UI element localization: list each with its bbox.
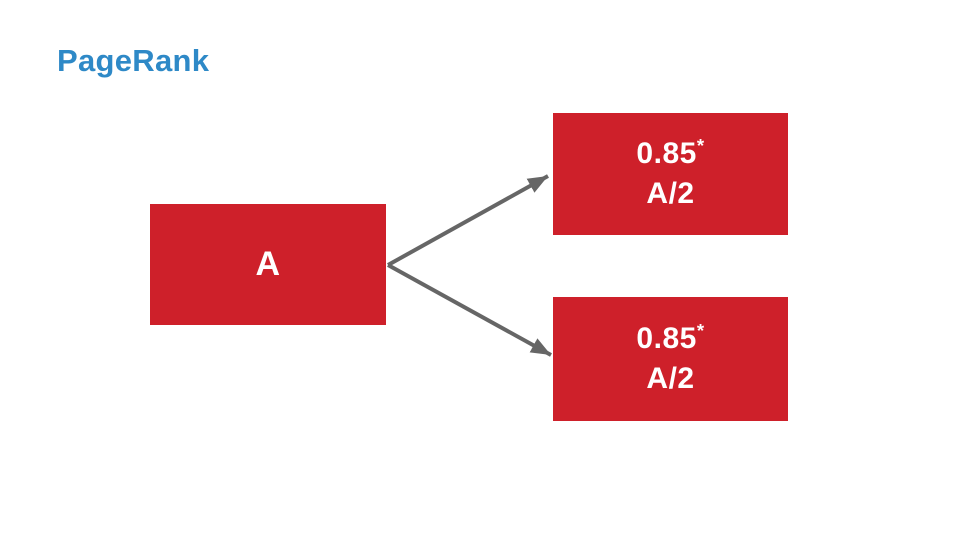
node-target-bottom: 0.85* A/2 — [553, 297, 788, 421]
node-target-bottom-value-line: 0.85* — [636, 319, 704, 359]
node-value-text: 0.85 — [636, 322, 697, 355]
edge-a-to-top — [387, 174, 549, 267]
node-target-top-fraction-line: A/2 — [646, 177, 695, 210]
edge-a-to-bottom — [387, 263, 552, 357]
asterisk-superscript: * — [696, 320, 705, 341]
node-target-top-value-line: 0.85* — [636, 134, 704, 174]
asterisk-superscript: * — [696, 135, 705, 156]
node-a: A — [150, 204, 386, 325]
node-value-text: 0.85 — [636, 137, 697, 170]
page-title: PageRank — [57, 43, 210, 78]
node-target-top: 0.85* A/2 — [553, 113, 788, 235]
node-a-label: A — [255, 245, 281, 283]
node-target-bottom-fraction-line: A/2 — [646, 362, 695, 395]
